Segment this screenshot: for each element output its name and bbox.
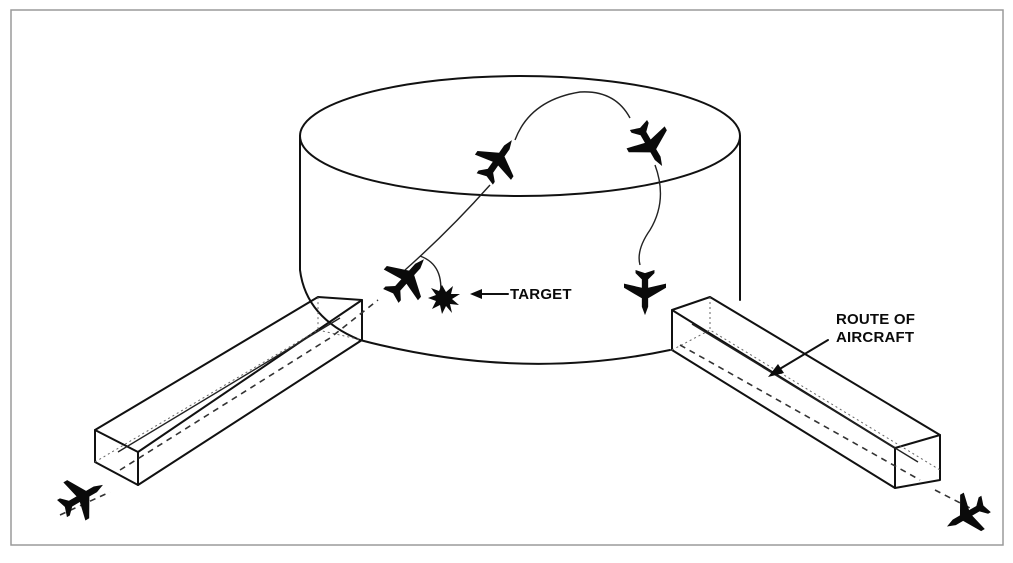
aircraft-icon-attack [373, 243, 442, 312]
target-icon [428, 285, 460, 314]
route-arrowhead [768, 364, 784, 377]
aircraft-icon-descent [624, 269, 666, 316]
route-leader [777, 339, 829, 371]
airspace-cylinder [299, 75, 741, 365]
route-label-line2: AIRCRAFT [836, 329, 914, 346]
aircraft-route [59, 91, 971, 516]
egress-corridor [671, 296, 941, 489]
aircraft-icon-entry [50, 465, 114, 528]
route-label-line1: ROUTE OF [836, 311, 915, 328]
aircraft-icon-climb [466, 127, 530, 192]
figure-border [10, 9, 1004, 546]
target-arrowhead [470, 289, 482, 299]
ingress-corridor [94, 296, 363, 486]
target-label: TARGET [510, 286, 572, 303]
aircraft-icon-turn [619, 113, 682, 177]
